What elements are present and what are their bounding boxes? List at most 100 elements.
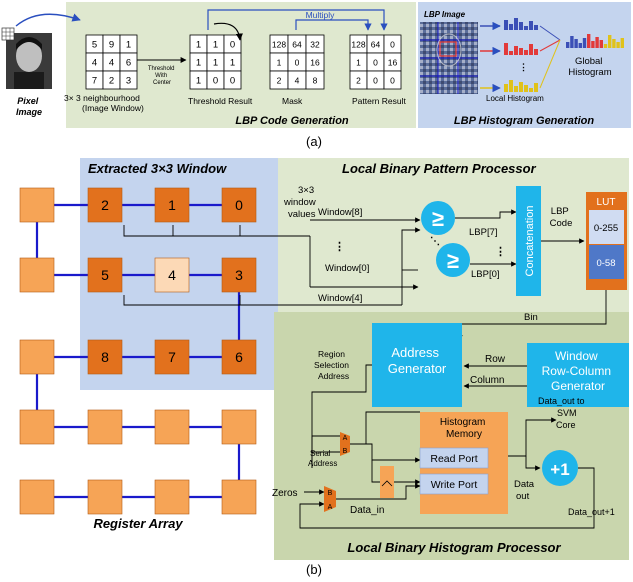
window-register-value: 6 <box>235 349 243 365</box>
threshold-note-1: Threshold <box>148 66 175 72</box>
register-cell <box>221 409 257 445</box>
threshold-caption: Threshold Result <box>188 96 253 106</box>
window-register-value: 3 <box>235 267 243 283</box>
lut-row-255-label: 0-255 <box>594 223 618 234</box>
global-hist-bar <box>574 39 578 48</box>
lut-row-58 <box>589 245 624 279</box>
grid-cell-value: 1 <box>196 58 201 69</box>
multiply-bracket-inner <box>295 19 372 31</box>
grid-cell-value: 2 <box>356 76 361 86</box>
local-hist-bar <box>504 20 508 30</box>
read-port <box>419 447 489 469</box>
rc-generator-label: Window Row-Column Generator <box>542 349 615 393</box>
to-global-line <box>539 39 561 89</box>
extracted-window-title: Extracted 3×3 Window <box>88 161 227 176</box>
comparator-bottom-symbol: ≥ <box>447 248 459 273</box>
data-out-1: Data <box>514 479 535 490</box>
grid-cell-value: 4 <box>295 76 300 86</box>
rc-generator-block <box>527 343 629 407</box>
global-hist-bar <box>587 34 591 48</box>
local-hist-bar <box>514 18 518 30</box>
grid-cell-value: 64 <box>292 40 302 50</box>
grid-cell-value: 0 <box>213 76 218 87</box>
serial-addr-2: Address <box>308 459 337 468</box>
grid-cell-value: 0 <box>373 58 378 68</box>
caption-b: (b) <box>306 562 322 577</box>
register-cell <box>19 339 55 375</box>
local-hist-bar <box>504 84 508 92</box>
rc-gen-1: Window <box>555 349 598 363</box>
window-values-3: values <box>288 209 316 220</box>
grid-cell-value: 0 <box>373 76 378 86</box>
window-register <box>154 187 190 223</box>
window-register-value: 8 <box>101 349 109 365</box>
window-values-2: window <box>283 197 316 208</box>
local-histogram-label: Local Histogram <box>486 94 544 103</box>
region-sel-3: Address <box>318 371 349 381</box>
global-hist-bar <box>616 42 620 48</box>
grid-cell-value: 32 <box>310 40 320 50</box>
pixel-image-label: Pixel Image <box>16 96 42 117</box>
lbp-code-2: Code <box>550 218 573 229</box>
grid-cell <box>223 70 242 90</box>
data-in-wire <box>336 483 421 500</box>
data-in-label: Data_in <box>350 505 384 516</box>
window-register <box>221 339 257 375</box>
local-hist-bar <box>519 48 523 55</box>
window4-label: Window[4] <box>318 293 362 304</box>
local-hist-bar <box>534 25 538 30</box>
hist-mem-2: Memory <box>446 429 482 440</box>
addr-branch <box>350 411 420 445</box>
grid-cell-value: 1 <box>196 76 201 87</box>
window-register-value: 7 <box>168 349 176 365</box>
register-cell <box>87 409 123 445</box>
global-hist-bar <box>591 41 595 48</box>
grid-cell-value: 0 <box>230 40 235 51</box>
mux-a-wire <box>311 435 340 468</box>
pattern-caption: Pattern Result <box>352 96 406 106</box>
grid-cell-value: 1 <box>196 40 201 51</box>
threshold-note-3: Center <box>153 80 171 86</box>
window-register <box>87 339 123 375</box>
concatenation-block <box>516 186 541 296</box>
local-hist-bar <box>529 21 533 30</box>
local-hist-bar <box>529 88 533 92</box>
local-hist-bar <box>504 43 508 55</box>
serial-address-label: Serial Address <box>308 449 337 468</box>
local-hist-bar <box>524 26 528 30</box>
grid-cell-value: 128 <box>351 40 365 50</box>
comparator-bottom <box>436 243 470 277</box>
multiply-label: Multiply <box>306 10 336 20</box>
window-register-value: 5 <box>101 267 109 283</box>
window-register <box>87 187 123 223</box>
grid-cell-value: 0 <box>390 40 395 50</box>
window-register <box>154 257 190 293</box>
neighbourhood-caption-sub: (Image Window) <box>82 103 144 113</box>
incrementer-label: +1 <box>550 460 569 479</box>
lut-row-255 <box>589 210 624 244</box>
pixel-image <box>1 27 52 89</box>
register-cell <box>19 187 55 223</box>
grid-cell-value: 128 <box>272 40 286 50</box>
global-hist-line2: Histogram <box>568 67 611 78</box>
grid-cell-value: 5 <box>92 40 97 51</box>
grid-cell <box>305 70 325 90</box>
global-hist-bar <box>612 39 616 48</box>
global-hist-bar <box>608 35 612 48</box>
grid-cell-value: 4 <box>92 58 97 69</box>
global-hist-bar <box>603 44 608 48</box>
neighbourhood-caption: 3× 3 neighbourhood <box>64 93 140 103</box>
mux-data-a: A <box>328 504 333 511</box>
global-hist-bar <box>595 37 599 48</box>
svm-3: Core <box>556 420 576 430</box>
delay-in-wire <box>371 460 380 483</box>
window-register <box>87 257 123 293</box>
curved-arrow <box>213 22 243 41</box>
grid-cell-value: 16 <box>310 58 320 68</box>
grid-cell-value: 2 <box>277 76 282 86</box>
lut-row-58-label: 0-58 <box>596 258 615 269</box>
register-cell <box>19 409 55 445</box>
local-hist-bar <box>524 50 528 55</box>
